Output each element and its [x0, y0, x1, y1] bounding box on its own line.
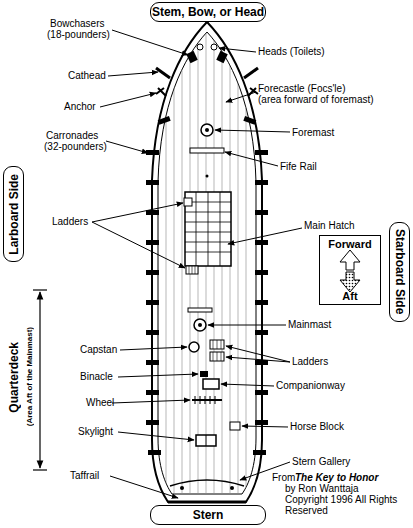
node-text: Larboard Side: [7, 174, 21, 255]
side-label-box: Stern: [150, 505, 266, 525]
part-label: Wheel: [86, 397, 114, 408]
part-label: Main Hatch: [304, 220, 355, 231]
part-label: Stern Gallery: [292, 456, 350, 467]
node-text: Starboard Side: [393, 229, 407, 314]
mainmast: [194, 319, 206, 331]
part-label: Capstan: [80, 344, 117, 355]
quarterdeck-bracket: [33, 290, 47, 470]
part-label: (Area Aft of the Mainmast): [25, 327, 34, 426]
credit-text: by Ron Wanttaja: [285, 483, 359, 494]
node-text: Stem, Bow, or Head: [152, 5, 264, 19]
side-label-box: Larboard Side: [3, 166, 24, 262]
part-label: Foremast: [292, 127, 334, 138]
part-label: Binacle: [80, 371, 113, 382]
binacle: [200, 371, 208, 377]
part-label: (18-pounders): [47, 29, 110, 40]
side-label-box: Starboard Side: [389, 222, 410, 322]
credit-text: Copyright 1996 All Rights Reserved: [285, 494, 407, 516]
after-ladders: [210, 340, 224, 361]
node-text: Forward: [328, 238, 371, 250]
part-label: Mainmast: [288, 319, 331, 330]
capstan: [189, 342, 199, 352]
part-label: Anchor: [64, 101, 96, 112]
part-label: (32-pounders): [44, 141, 107, 152]
part-label: Cathead: [68, 70, 106, 81]
horse-block: [230, 422, 240, 430]
skylight: [196, 435, 216, 446]
taffrail: [168, 501, 246, 504]
carronades: [146, 116, 268, 455]
part-label: Skylight: [78, 426, 113, 437]
main-hatch: [184, 192, 231, 274]
part-label: Horse Block: [290, 421, 344, 432]
part-label: Heads (Toilets): [258, 46, 325, 57]
credit-text: From: [272, 472, 295, 483]
node-text: Stern: [193, 508, 224, 522]
part-label: Quarterdeck: [8, 342, 21, 413]
side-label-box: Stem, Bow, or Head: [150, 2, 266, 22]
part-label: Taffrail: [70, 470, 99, 481]
node-text: Aft: [342, 290, 357, 302]
part-label: (area forward of foremast): [258, 94, 374, 105]
part-label: Carronades: [46, 130, 98, 141]
part-label: Forecastle (Focs'le): [258, 83, 346, 94]
wheel: [192, 396, 222, 404]
bow-fittings: [156, 44, 258, 96]
fife-rail: [190, 148, 224, 153]
part-label: Fife Rail: [280, 161, 317, 172]
direction-box: ForwardAft: [319, 235, 381, 305]
deck-planks: [166, 30, 246, 496]
foremast: [201, 124, 213, 136]
part-label: Ladders: [292, 356, 328, 367]
part-label: Companionway: [276, 380, 345, 391]
bulwark: [158, 32, 256, 494]
credit-text: The Key to Honor: [295, 472, 378, 483]
part-label: Bowchasers: [50, 18, 104, 29]
part-label: Ladders: [52, 216, 88, 227]
direction-arrows: [340, 250, 360, 292]
stern-gallery: [170, 480, 244, 486]
hull-outline: [152, 22, 262, 502]
companionway: [203, 379, 219, 389]
